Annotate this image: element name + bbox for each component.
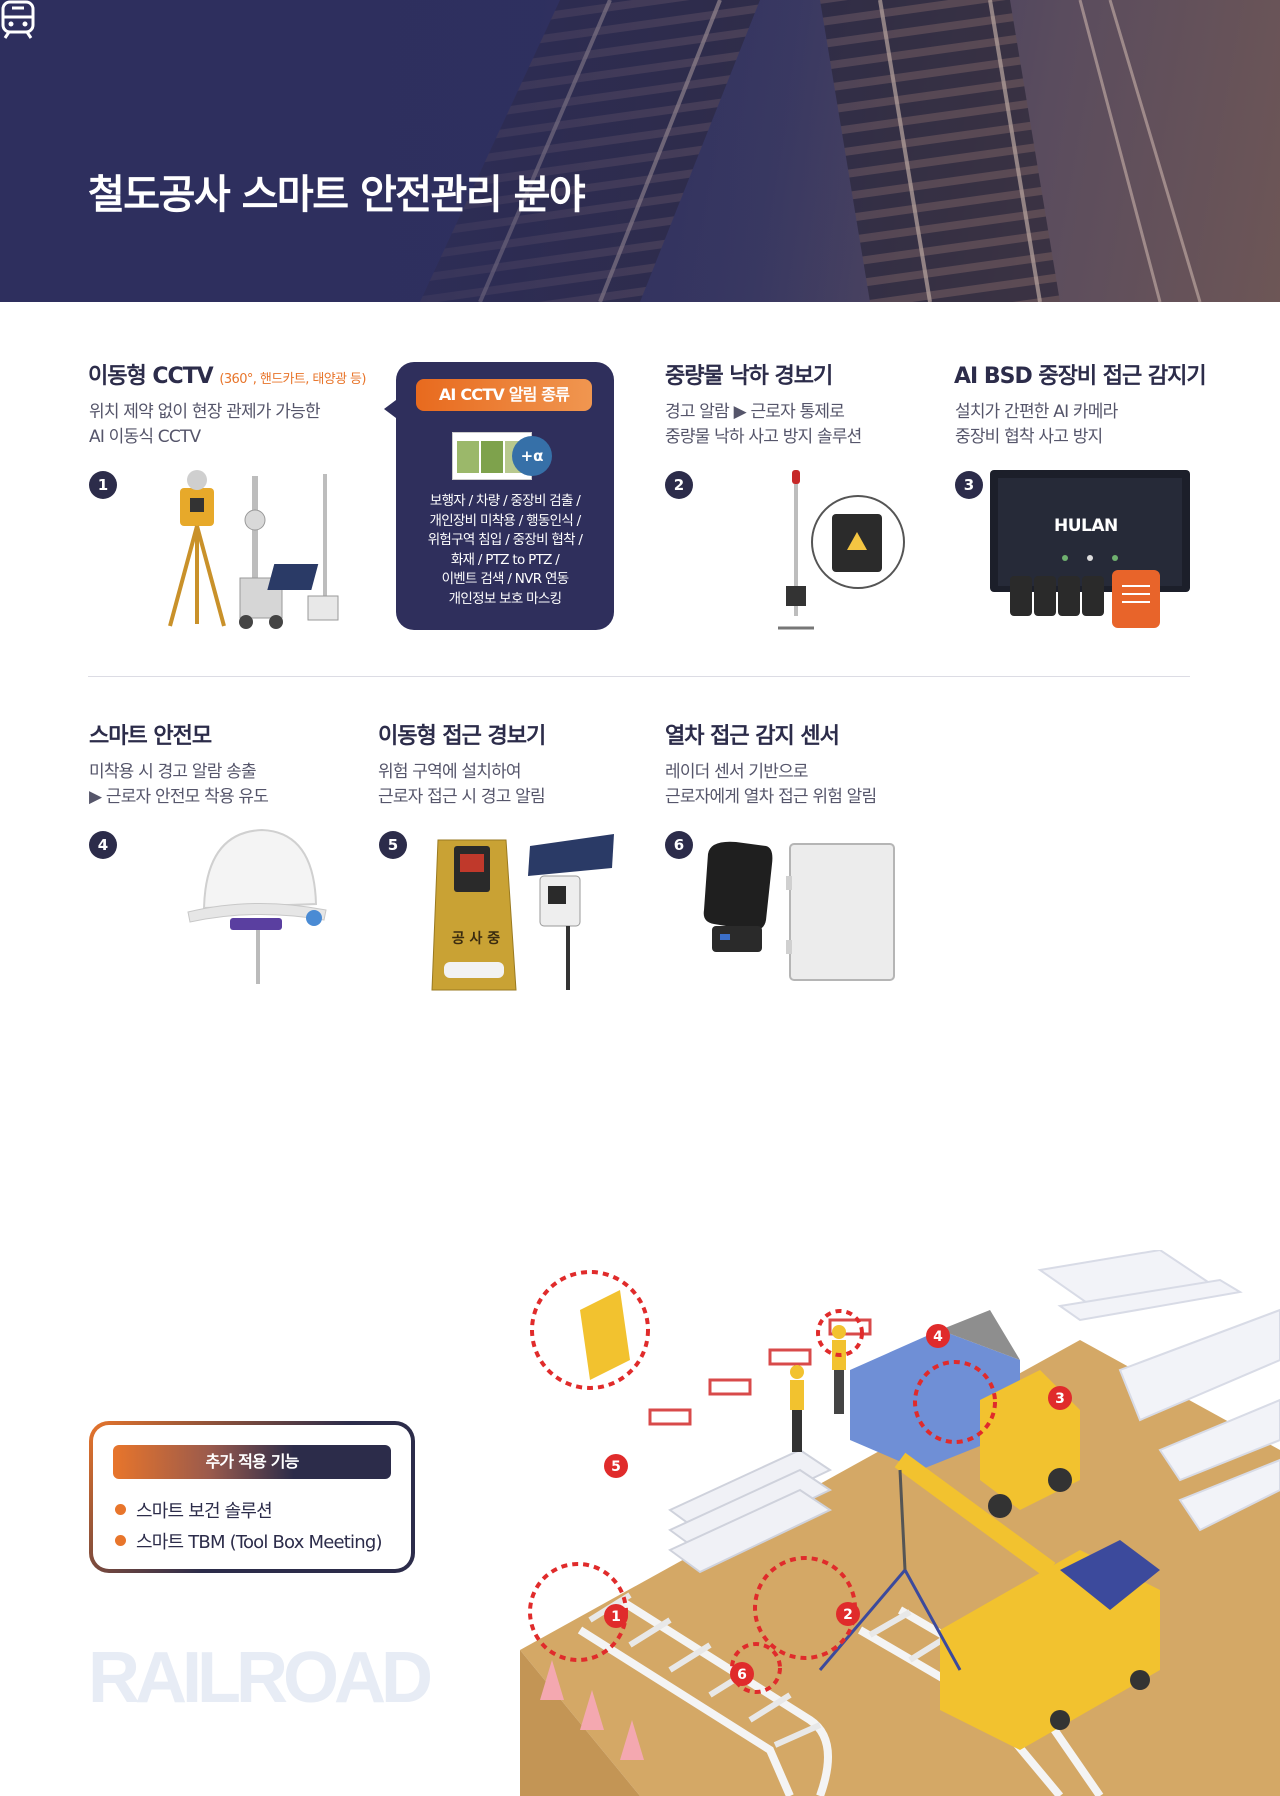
ai-cctv-tag: AI CCTV 알림 종류 — [416, 379, 592, 411]
item-1-desc-line: AI 이동식 CCTV — [89, 427, 201, 447]
extra-features-tag: 추가 적용 기능 — [113, 1445, 391, 1479]
ai-cctv-alert-list: 보행자 / 차량 / 중장비 검출 / 개인장비 미착용 / 행동인식 / 위험… — [396, 492, 614, 609]
marker-6: 6 — [737, 1667, 747, 1683]
marker-1: 1 — [611, 1609, 621, 1625]
marker-3: 3 — [1055, 1391, 1065, 1407]
railway-site-illustration: 1 2 3 4 5 6 — [520, 1250, 1280, 1796]
item-4-number-badge: 4 — [89, 831, 117, 859]
item-2-number-badge: 2 — [665, 471, 693, 499]
ai-cctv-alert-line: 이벤트 검색 / NVR 연동 — [441, 571, 570, 587]
item-6-title: 열차 접근 감지 센서 — [665, 724, 840, 749]
item-5-number-badge: 5 — [379, 831, 407, 859]
item-5-desc-line: 근로자 접근 시 경고 알림 — [378, 787, 546, 807]
item-3-desc-line: 설치가 간편한 AI 카메라 — [955, 402, 1118, 422]
page-title: 철도공사 스마트 안전관리 분야 — [88, 172, 586, 218]
railway-track-photo — [0, 0, 1202, 302]
ai-cctv-alert-line: 개인장비 미착용 / 행동인식 / — [429, 512, 582, 529]
item-3-desc-line: 중장비 협착 사고 방지 — [955, 427, 1103, 447]
item-4-title: 스마트 안전모 — [89, 724, 212, 749]
smart-helmet-image — [187, 828, 327, 984]
item-2-desc-line: 중량물 낙하 사고 방지 솔루션 — [665, 427, 862, 447]
train-approach-sensor-image — [703, 841, 895, 981]
railroad-watermark: RAILROAD — [88, 1638, 433, 1718]
mobile-approach-alarm-image: 공 사 중 — [430, 832, 616, 992]
extra-feature-item: 스마트 보건 솔루션 — [115, 1497, 273, 1523]
ai-cctv-alert-line: 위험구역 침입 / 중장비 협착 / — [427, 532, 583, 548]
ai-cctv-alert-line: 보행자 / 차량 / 중장비 검출 / — [429, 493, 581, 509]
item-4-desc-line: ▶ 근로자 안전모 착용 유도 — [89, 787, 269, 807]
item-2-title: 중량물 낙하 경보기 — [665, 364, 833, 389]
marker-5: 5 — [611, 1459, 621, 1475]
item-1-title-sub: (360°, 핸드카트, 태양광 등) — [219, 372, 366, 387]
construction-sign-text: 공 사 중 — [451, 931, 501, 947]
item-1-desc-line: 위치 제약 없이 현장 관제가 가능한 — [89, 402, 321, 422]
falling-object-alarm-image — [778, 470, 905, 630]
marker-4: 4 — [933, 1329, 943, 1345]
item-3-title: AI BSD 중장비 접근 감지기 — [954, 364, 1207, 389]
item-1-title: 이동형 CCTV (360°, 핸드카트, 태양광 등) — [88, 358, 366, 390]
ai-cctv-alert-line: 화재 / PTZ to PTZ / — [450, 551, 560, 568]
item-6-desc-line: 근로자에게 열차 접근 위험 알림 — [665, 787, 877, 807]
item-5-desc-line: 위험 구역에 설치하여 — [378, 762, 522, 782]
item-1-number-badge: 1 — [89, 471, 117, 499]
plus-alpha-badge: +α — [512, 436, 552, 476]
extra-features-box: 추가 적용 기능 스마트 보건 솔루션 스마트 TBM (Tool Box Me… — [89, 1421, 415, 1573]
ai-cctv-alert-line: 개인정보 보호 마스킹 — [448, 590, 562, 607]
mobile-cctv-image — [168, 470, 339, 629]
train-icon — [1, 0, 35, 39]
item-4-desc: 미착용 시 경고 알람 송출 ▶ 근로자 안전모 착용 유도 — [89, 760, 269, 810]
item-1-title-text: 이동형 CCTV — [88, 364, 214, 389]
item-3-number-badge: 3 — [955, 471, 983, 499]
marker-2: 2 — [843, 1607, 853, 1623]
hero-banner: 철도공사 스마트 안전관리 분야 — [0, 0, 1280, 302]
hulan-logo: HULAN — [1054, 516, 1118, 536]
item-5-title: 이동형 접근 경보기 — [378, 724, 546, 749]
item-6-desc-line: 레이더 센서 기반으로 — [665, 762, 809, 782]
ai-bsd-device-image: HULAN — [990, 470, 1190, 632]
item-1-desc: 위치 제약 없이 현장 관제가 가능한 AI 이동식 CCTV — [89, 400, 321, 450]
section-divider — [88, 676, 1190, 677]
ai-cctv-alert-box: AI CCTV 알림 종류 +α 보행자 / 차량 / 중장비 검출 / 개인장… — [384, 362, 614, 630]
extra-feature-item: 스마트 TBM (Tool Box Meeting) — [115, 1528, 382, 1554]
item-6-number-badge: 6 — [665, 831, 693, 859]
item-4-desc-line: 미착용 시 경고 알람 송출 — [89, 762, 257, 782]
item-2-desc-line: 경고 알람 ▶ 근로자 통제로 — [665, 402, 845, 422]
